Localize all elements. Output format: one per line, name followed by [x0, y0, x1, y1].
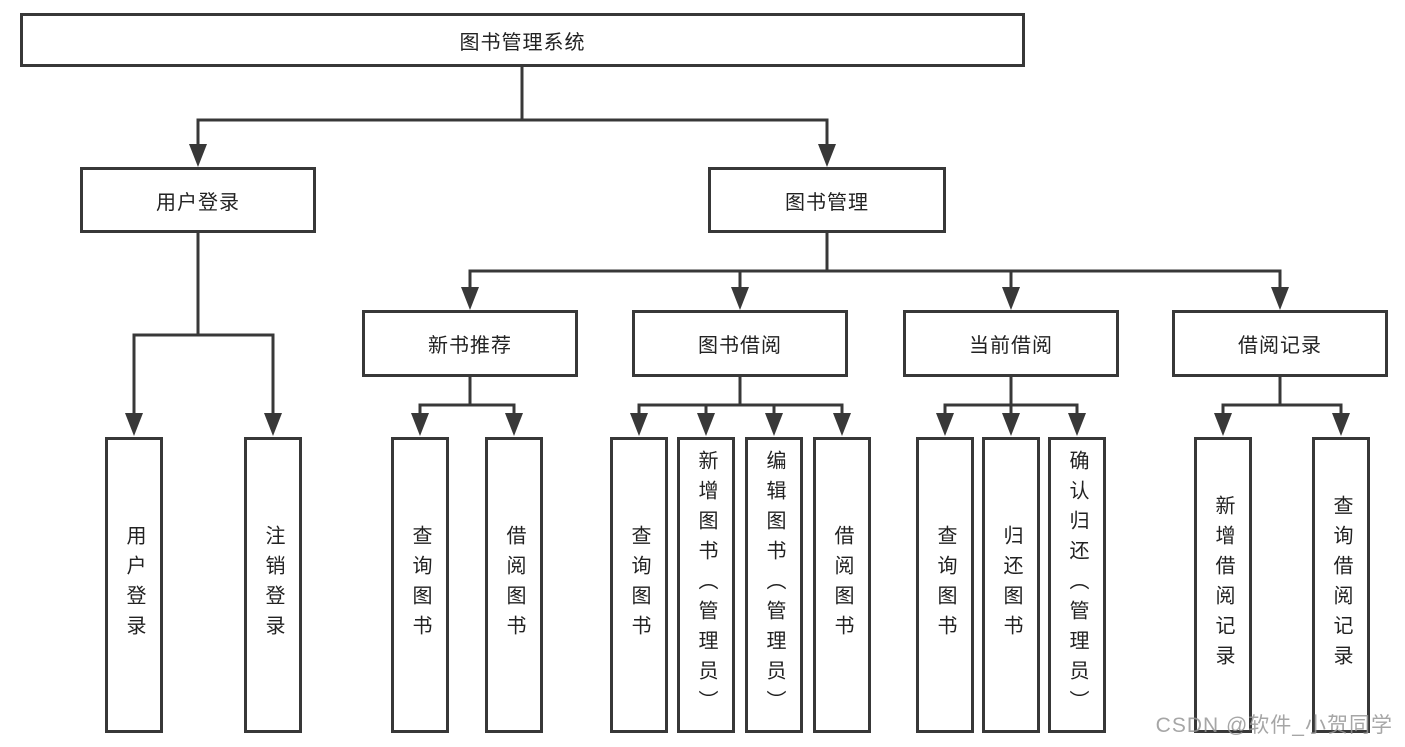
leaf-borrowing-add-admin: 新增图书（管理员）: [677, 437, 735, 733]
leaf-newbooks-borrow: 借阅图书: [485, 437, 543, 733]
leaf-records-add: 新增借阅记录: [1194, 437, 1252, 733]
leaf-borrowing-query-label: 查询图书: [628, 525, 650, 645]
leaf-newbooks-query: 查询图书: [391, 437, 449, 733]
leaf-logout: 注销登录: [244, 437, 302, 733]
leaf-current-return-label: 归还图书: [1000, 525, 1022, 645]
node-user-login-label: 用户登录: [156, 191, 240, 214]
csdn-watermark: CSDN @软件_小贺同学: [1155, 714, 1393, 737]
node-user-login: 用户登录: [80, 167, 316, 233]
node-borrow-records: 借阅记录: [1172, 310, 1388, 377]
leaf-user-login-label: 用户登录: [123, 525, 145, 645]
leaf-borrowing-borrow-label: 借阅图书: [831, 525, 853, 645]
node-root-label: 图书管理系统: [459, 31, 586, 54]
leaf-borrowing-add-admin-label: 新增图书（管理员）: [695, 450, 717, 720]
leaf-borrowing-borrow: 借阅图书: [813, 437, 871, 733]
node-borrow-records-label: 借阅记录: [1238, 335, 1322, 357]
node-new-books-label: 新书推荐: [428, 335, 512, 357]
leaf-current-return: 归还图书: [982, 437, 1040, 733]
node-current-borrow-label: 当前借阅: [969, 335, 1053, 357]
leaf-borrowing-query: 查询图书: [610, 437, 668, 733]
leaf-current-query: 查询图书: [916, 437, 974, 733]
node-book-mgmt-label: 图书管理: [785, 191, 869, 214]
leaf-records-query: 查询借阅记录: [1312, 437, 1370, 733]
node-current-borrow: 当前借阅: [903, 310, 1119, 377]
leaf-borrowing-edit-admin-label: 编辑图书（管理员）: [763, 450, 785, 720]
node-borrowing-label: 图书借阅: [698, 335, 782, 357]
node-borrowing: 图书借阅: [632, 310, 848, 377]
leaf-newbooks-query-label: 查询图书: [409, 525, 431, 645]
node-new-books: 新书推荐: [362, 310, 578, 377]
leaf-user-login: 用户登录: [105, 437, 163, 733]
node-book-mgmt: 图书管理: [708, 167, 946, 233]
leaf-current-confirm-admin: 确认归还（管理员）: [1048, 437, 1106, 733]
leaf-records-query-label: 查询借阅记录: [1330, 495, 1352, 675]
leaf-borrowing-edit-admin: 编辑图书（管理员）: [745, 437, 803, 733]
leaf-current-query-label: 查询图书: [934, 525, 956, 645]
leaf-newbooks-borrow-label: 借阅图书: [503, 525, 525, 645]
leaf-current-confirm-admin-label: 确认归还（管理员）: [1066, 450, 1088, 720]
leaf-records-add-label: 新增借阅记录: [1212, 495, 1234, 675]
node-root: 图书管理系统: [20, 13, 1025, 67]
leaf-logout-label: 注销登录: [262, 525, 284, 645]
